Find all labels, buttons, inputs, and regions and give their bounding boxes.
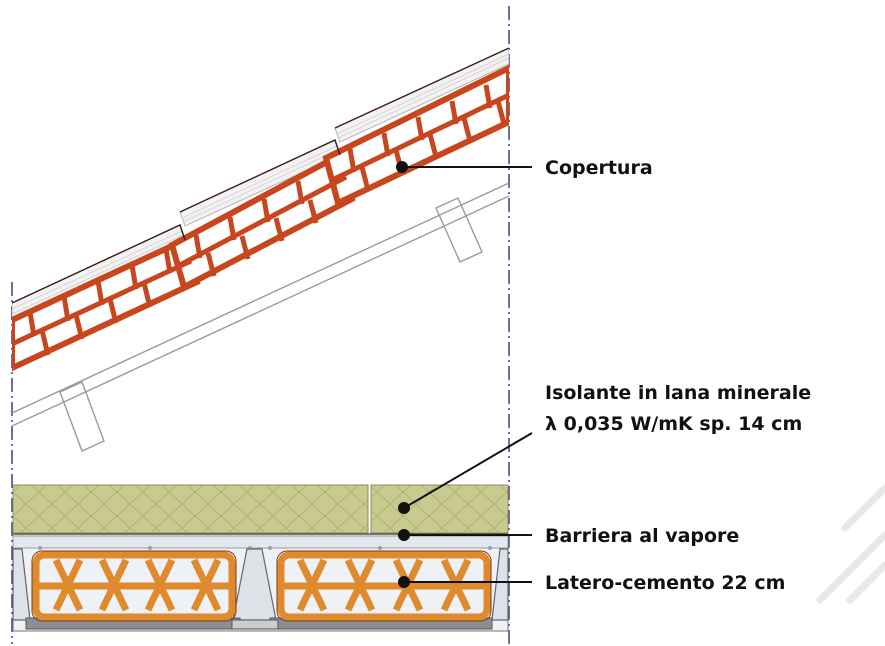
- label-barriera: Barriera al vapore: [545, 525, 739, 547]
- leader-isolante: [398, 432, 533, 514]
- marker-dot: [398, 529, 410, 541]
- latero-cemento-slab: [12, 535, 509, 632]
- marker-dot: [396, 161, 408, 173]
- leader-barriera: [398, 529, 532, 541]
- leader-copertura: [396, 161, 532, 173]
- marker-dot: [398, 576, 410, 588]
- marker-dot: [398, 502, 410, 514]
- watermark: [816, 484, 885, 604]
- label-copertura: Copertura: [545, 157, 653, 179]
- roof-covering: [12, 47, 509, 452]
- label-isolante-line1: Isolante in lana minerale: [545, 382, 811, 404]
- leader-laterocemento: [398, 576, 532, 588]
- label-laterocemento: Latero-cemento 22 cm: [545, 572, 785, 594]
- label-isolante-line2: λ 0,035 W/mK sp. 14 cm: [545, 413, 802, 435]
- insulation-layer: [12, 484, 509, 534]
